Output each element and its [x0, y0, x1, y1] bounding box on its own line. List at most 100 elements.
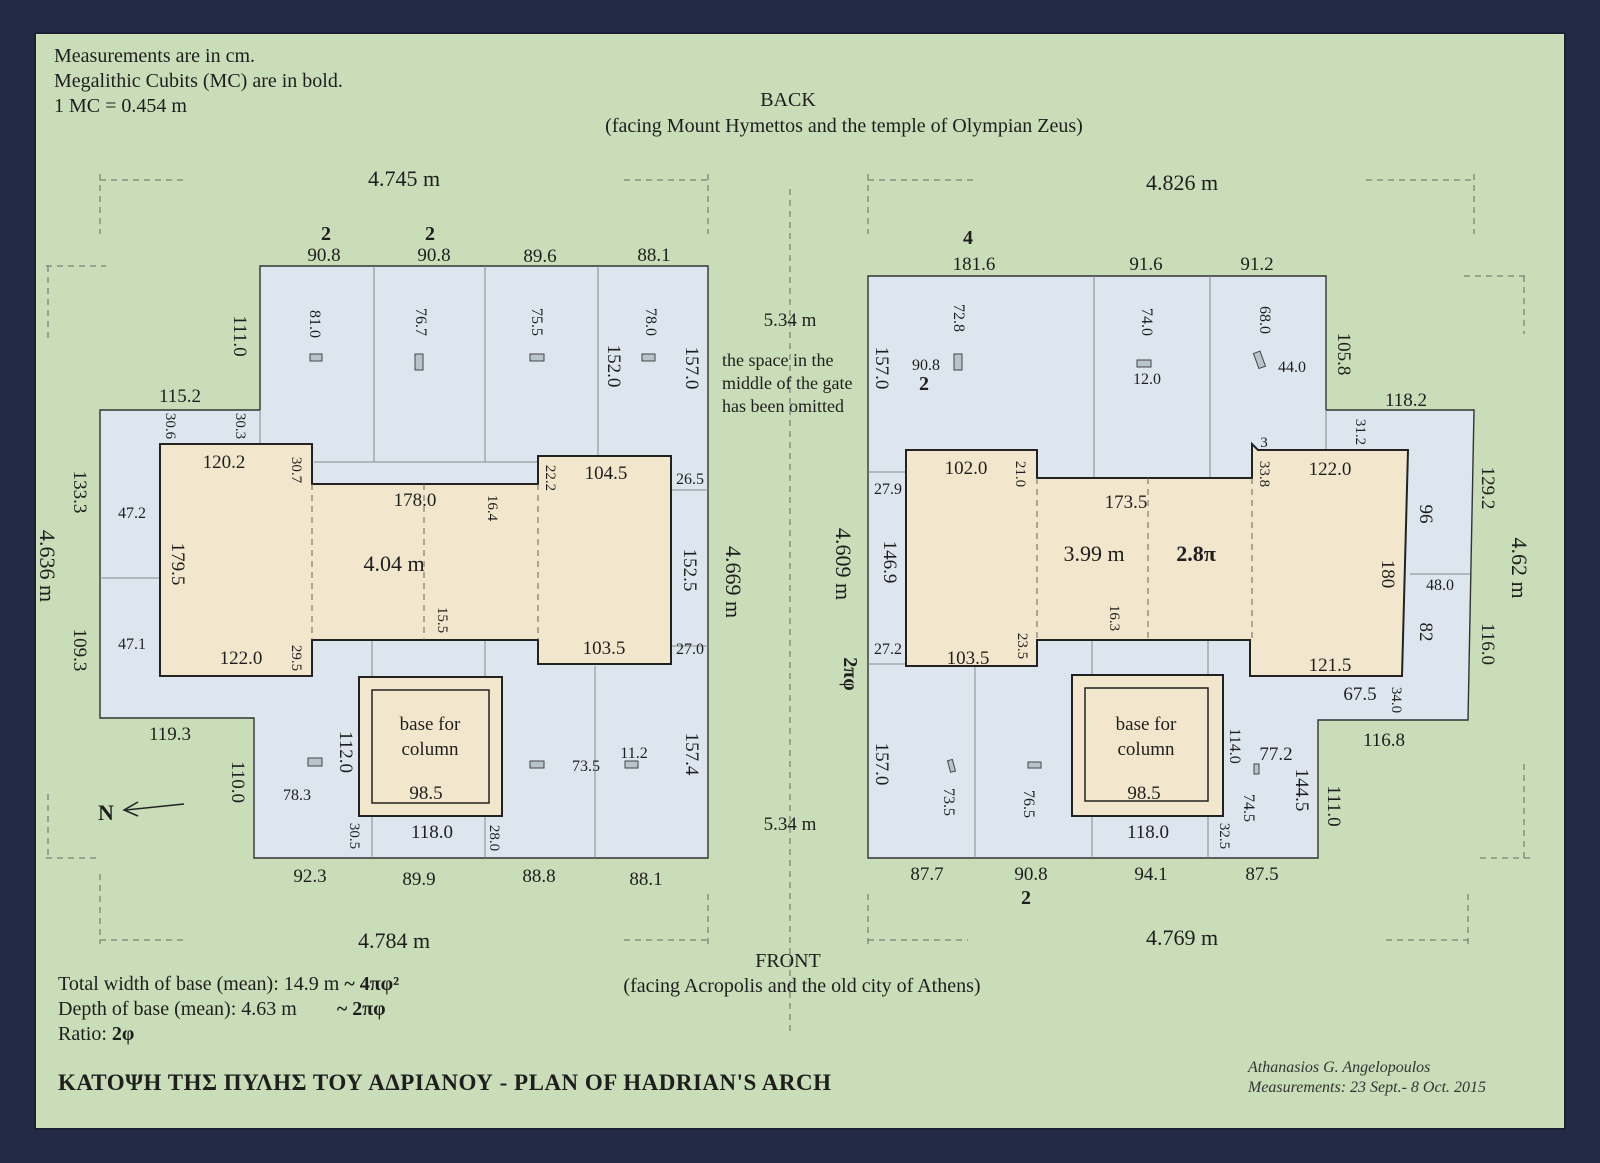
right-dim: 34.0 [1388, 687, 1404, 713]
left-dim: 133.3 [69, 471, 90, 514]
left-dim: 15.5 [434, 607, 450, 633]
north-label: N [98, 800, 114, 825]
back-caption: (facing Mount Hymettos and the temple of… [605, 115, 1083, 137]
right-bottom-width-2: 90.8 [1014, 864, 1047, 885]
left-column-base-label-1: base for [400, 714, 461, 735]
center-ratio: 2πφ [839, 657, 861, 690]
right-column-base [1071, 674, 1224, 817]
right-bottom-width-3: 94.1 [1134, 864, 1167, 885]
left-dim: 157.4 [681, 733, 702, 776]
left-dim: 152.5 [679, 549, 700, 592]
front-caption: (facing Acropolis and the old city of At… [623, 975, 980, 997]
right-dim: 76.5 [1020, 790, 1037, 818]
left-pier [99, 265, 709, 859]
right-dim: 77.2 [1259, 744, 1292, 765]
right-dim: 12.0 [1133, 371, 1161, 388]
right-dim: 157.0 [871, 347, 892, 390]
total-depth-mc: ~ 2πφ [336, 998, 386, 1020]
right-dim: 118.2 [1385, 390, 1427, 411]
plan-sheet: Measurements are in cm. Megalithic Cubit… [34, 32, 1566, 1130]
left-dim: 28.0 [486, 825, 502, 851]
front-label: FRONT [755, 950, 821, 972]
right-side-mc: 2 [919, 373, 929, 395]
right-top-mc: 4 [963, 227, 973, 249]
left-top-width-4: 88.1 [637, 245, 670, 266]
left-dim: 75.5 [528, 308, 545, 336]
total-depth: Depth of base (mean): 4.63 m [58, 998, 297, 1020]
left-top-mc-1: 2 [321, 223, 331, 245]
right-pier-labels: 4.826 m 4.769 m 4.62 m 3.99 m 2.8π 4 181… [871, 170, 1532, 950]
right-dim: 103.5 [947, 648, 990, 669]
total-depth-row: Depth of base (mean): 4.63 m ~ 2πφ [58, 997, 399, 1022]
right-column-base-label-1: base for [1116, 714, 1177, 735]
author-block: Athanasios G. Angelopoulos Measurements:… [1248, 1058, 1486, 1098]
left-dim: 119.3 [149, 724, 191, 745]
left-dim: 120.2 [203, 452, 246, 473]
right-overall-top: 4.826 m [1146, 170, 1218, 195]
right-dim: 146.9 [879, 541, 900, 584]
right-dim: 82 [1415, 623, 1436, 642]
left-bottom-width-3: 88.8 [522, 866, 555, 887]
right-pier-core [905, 441, 1410, 677]
right-dim: 173.5 [1105, 492, 1148, 513]
right-bottom-mc: 2 [1021, 887, 1031, 909]
total-width-mc: ~ 4πφ² [344, 973, 400, 995]
right-dim: 33.8 [1256, 461, 1272, 487]
left-depth-left: 4.636 m [36, 530, 60, 602]
right-bottom-width-1: 87.7 [910, 864, 943, 885]
left-dim: 26.5 [676, 471, 704, 488]
right-dim: 67.5 [1343, 684, 1376, 705]
right-dim: 23.5 [1014, 633, 1030, 659]
left-column-base-label-2: column [402, 739, 459, 760]
left-dim: 78.3 [283, 787, 311, 804]
left-dim: 16.4 [484, 495, 500, 522]
left-top-mc-2: 2 [425, 223, 435, 245]
right-dim: 114.0 [1226, 728, 1243, 763]
left-top-width-3: 89.6 [523, 246, 556, 267]
totals-block: Total width of base (mean): 14.9 m ~ 4πφ… [58, 972, 399, 1047]
total-ratio-row: Ratio: 2φ [58, 1022, 399, 1047]
right-dim: 102.0 [945, 458, 988, 479]
left-dim: 157.0 [681, 347, 702, 390]
left-dim: 152.0 [603, 345, 624, 388]
left-column-base-value: 98.5 [409, 783, 442, 804]
center-bottom-distance: 5.34 m [764, 814, 817, 835]
total-ratio-label: Ratio: [58, 1023, 107, 1045]
right-pier [867, 275, 1475, 859]
left-dim: 29.5 [288, 645, 304, 671]
left-dim: 30.3 [232, 413, 248, 439]
left-depth-right: 4.669 m [721, 546, 746, 618]
right-dim: 44.0 [1278, 359, 1306, 376]
right-dim: 27.2 [874, 641, 902, 658]
right-dim: 90.8 [912, 357, 940, 374]
left-pier-labels: 4.745 m 4.784 m 4.636 m 4.669 m 4.04 m 2… [36, 166, 746, 953]
left-dim: 47.2 [118, 505, 146, 522]
left-bottom-width-2: 89.9 [402, 869, 435, 890]
left-dim: 47.1 [118, 636, 146, 653]
left-bottom-width-4: 88.1 [629, 869, 662, 890]
right-dim: 21.0 [1012, 461, 1028, 487]
right-dim: 96 [1415, 505, 1436, 524]
left-dim: 73.5 [572, 758, 600, 775]
notes-block: Measurements are in cm. Megalithic Cubit… [54, 44, 343, 119]
right-core-width: 3.99 m [1063, 541, 1124, 566]
right-dim: 74.0 [1138, 308, 1155, 336]
omitted-note-3: has been omitted [722, 396, 844, 416]
left-top-width-1: 90.8 [307, 245, 340, 266]
right-dim: 105.8 [1333, 333, 1354, 376]
right-dim: 118.0 [1127, 822, 1169, 843]
left-dim: 76.7 [412, 308, 429, 336]
left-dim: 30.5 [346, 823, 362, 849]
left-dim: 30.7 [288, 457, 304, 484]
right-dim: 31.2 [1352, 419, 1368, 445]
right-bottom-width-4: 87.5 [1245, 864, 1278, 885]
left-dim: 110.0 [227, 761, 248, 803]
note-units: Measurements are in cm. [54, 45, 256, 67]
left-dim: 122.0 [220, 648, 263, 669]
note-conversion: 1 MC = 0.454 m [54, 95, 187, 117]
omitted-note-2: middle of the gate [722, 373, 852, 393]
right-dim: 32.5 [1216, 823, 1232, 849]
left-column-base [358, 676, 503, 817]
measurement-dates: Measurements: 23 Sept.- 8 Oct. 2015 [1248, 1079, 1487, 1096]
omitted-note-1: the space in the [722, 350, 833, 370]
